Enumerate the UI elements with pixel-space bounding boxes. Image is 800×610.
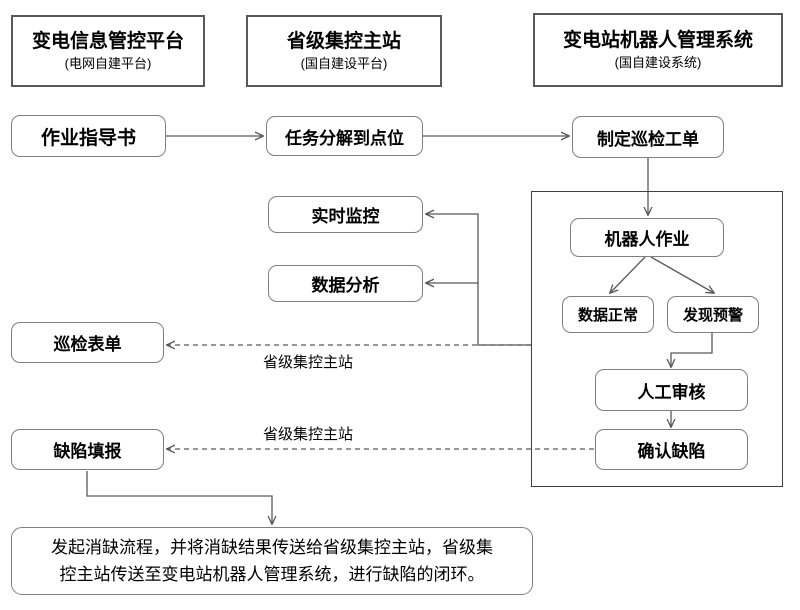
system-subtitle: (国自建设系统) <box>614 55 702 70</box>
node-work-instruction[interactable]: 作业指导书 <box>11 115 166 157</box>
node-defect-report[interactable]: 缺陷填报 <box>11 429 164 470</box>
node-make-order[interactable]: 制定巡检工单 <box>572 116 724 158</box>
system-box-grid-platform: 变电信息管控平台 (电网自建平台) <box>11 15 205 87</box>
system-title: 变电站机器人管理系统 <box>562 30 753 51</box>
node-robot-work[interactable]: 机器人作业 <box>570 218 724 257</box>
system-box-robot-management: 变电站机器人管理系统 (国自建设系统) <box>533 13 783 87</box>
node-data-normal[interactable]: 数据正常 <box>562 296 654 333</box>
system-title: 变电信息管控平台 <box>31 31 184 52</box>
edge-label-form-channel: 省级集控主站 <box>263 354 354 371</box>
node-realtime-monitor[interactable]: 实时监控 <box>268 196 423 233</box>
system-box-provincial-master: 省级集控主站 (国自建设平台) <box>246 15 442 87</box>
system-subtitle: (电网自建平台) <box>64 56 152 71</box>
node-task-decompose[interactable]: 任务分解到点位 <box>266 116 423 156</box>
node-manual-review[interactable]: 人工审核 <box>595 369 748 411</box>
edge-container-to-realtime-monitor <box>426 214 531 346</box>
system-subtitle: (国自建设平台) <box>300 56 388 71</box>
node-inspect-form[interactable]: 巡检表单 <box>11 322 164 363</box>
note-line-1: 发起消缺流程，并将消缺结果传送给省级集控主站，省级集 <box>51 538 493 557</box>
note-box-defect-closure: 发起消缺流程，并将消缺结果传送给省级集控主站，省级集 控主站传送至变电站机器人管… <box>11 527 533 595</box>
node-warning-found[interactable]: 发现预警 <box>667 296 759 333</box>
edge-defect-report-to-note <box>86 471 272 524</box>
system-title: 省级集控主站 <box>286 31 401 52</box>
robot-system-scope-container <box>531 191 783 487</box>
edge-label-defect-channel: 省级集控主站 <box>263 426 354 443</box>
node-data-analysis[interactable]: 数据分析 <box>268 265 423 302</box>
node-confirm-defect[interactable]: 确认缺陷 <box>595 429 748 470</box>
note-line-2: 控主站传送至变电站机器人管理系统，进行缺陷的闭环。 <box>59 565 485 584</box>
